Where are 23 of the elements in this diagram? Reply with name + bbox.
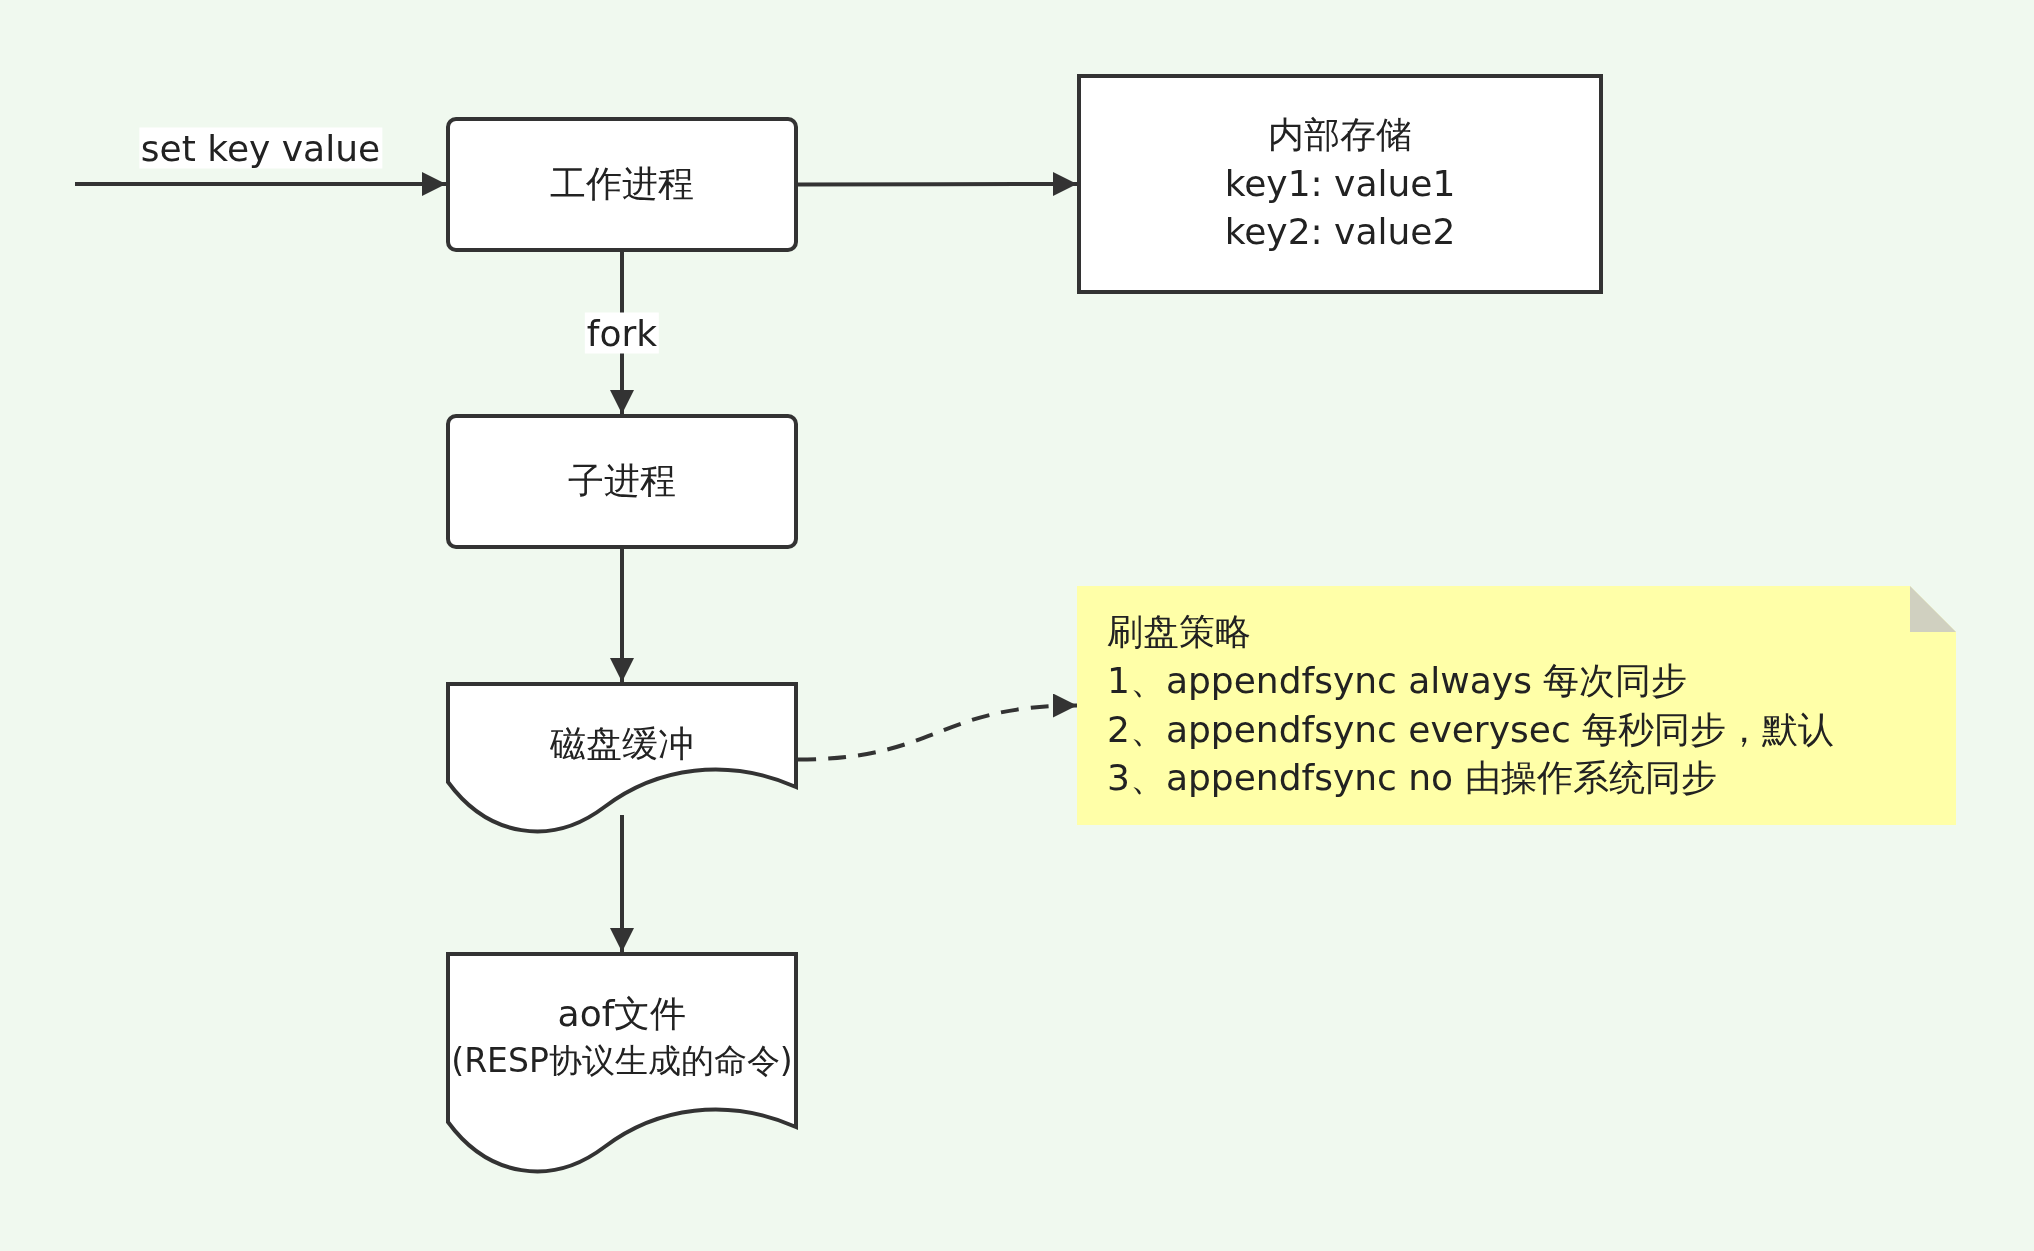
node-label: key1: value1 (1224, 161, 1456, 206)
node-label: 工作进程 (550, 162, 694, 207)
arrow (797, 694, 1078, 762)
node-label: (RESP协议生成的命令) (451, 1039, 793, 1082)
arrow (75, 172, 446, 196)
node-label: key2: value2 (1224, 210, 1456, 255)
process-box (446, 117, 798, 252)
note-card (1077, 586, 1956, 825)
node-label: 内部存储 (1268, 113, 1412, 158)
edge-label: set key value (138, 127, 383, 169)
arrow (798, 172, 1077, 196)
node-label: 子进程 (568, 459, 676, 504)
node-label: 2、appendfsync everysec 每秒同步，默认 (1107, 707, 1835, 752)
node-label: 磁盘缓冲 (550, 722, 694, 766)
note-heading: 刷盘策略 (1107, 610, 1251, 655)
edge-label: fork (584, 312, 660, 354)
process-box (446, 414, 798, 549)
arrow (610, 815, 634, 952)
node-label: 1、appendfsync always 每次同步 (1107, 658, 1688, 703)
storage-box (1077, 74, 1603, 294)
node-label: aof文件 (557, 992, 687, 1036)
arrow (610, 549, 634, 682)
node-label: 3、appendfsync no 由操作系统同步 (1107, 756, 1717, 801)
